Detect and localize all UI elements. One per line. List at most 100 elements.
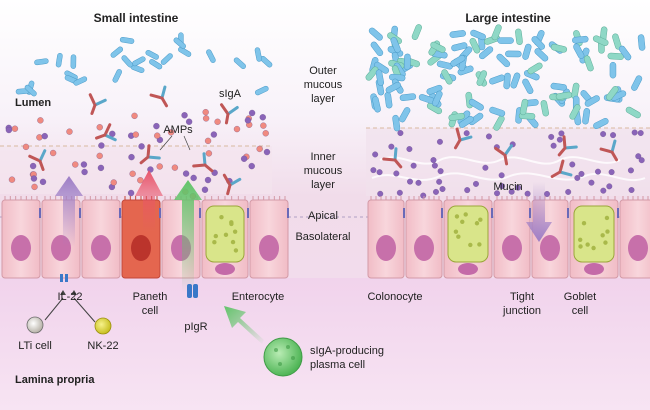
nucleus — [540, 235, 560, 261]
mucus-granule — [468, 242, 473, 248]
mucin-molecule — [628, 187, 635, 193]
goblet-mucus — [447, 205, 489, 263]
mucin-molecule — [420, 192, 427, 199]
antibody-arm — [146, 155, 161, 160]
bacterium — [569, 104, 581, 120]
amp-molecule — [36, 134, 43, 141]
antibody-stem — [557, 146, 567, 157]
antibody-arm — [28, 154, 42, 163]
bacterium — [178, 46, 192, 57]
bacterium — [607, 52, 625, 60]
bacterium — [233, 57, 246, 69]
amp-molecule — [96, 152, 103, 160]
bacterium — [399, 93, 417, 102]
mucin-molecule — [558, 130, 565, 137]
mucus-granule — [591, 245, 596, 251]
mucus-granule — [577, 237, 583, 242]
antibody-stem — [224, 112, 230, 125]
amp-molecule — [233, 125, 241, 133]
pigr-label: pIgR — [184, 321, 207, 333]
bacterium — [540, 100, 549, 117]
bacterium — [458, 115, 474, 128]
bacterium — [470, 29, 486, 41]
nucleus — [376, 235, 396, 261]
antibody-arm — [382, 157, 397, 162]
bacterium — [618, 45, 632, 61]
amp-molecule — [190, 174, 197, 182]
mucin-molecule — [637, 130, 644, 136]
nucleus — [215, 263, 235, 275]
antibody-arm — [393, 147, 398, 162]
paneth-label-line1: Paneth — [133, 291, 168, 303]
bacterium — [550, 43, 568, 53]
siga-antibody — [28, 149, 47, 171]
il22-arrowhead — [71, 290, 77, 295]
mucin-label: Mucin — [493, 181, 522, 193]
amp-molecule — [259, 114, 266, 121]
mucin-molecule — [524, 190, 531, 197]
antibody-arm — [160, 85, 167, 100]
pigr-receptor — [187, 284, 192, 298]
mucus-granule — [212, 240, 217, 245]
antibody-stem — [503, 153, 509, 166]
amp-molecule — [204, 137, 212, 145]
bacterium — [119, 36, 135, 44]
mucin-molecule — [397, 130, 404, 136]
amp-molecule — [49, 149, 57, 157]
bacterium — [503, 72, 511, 90]
bacterium — [522, 78, 534, 94]
bacterium — [515, 28, 523, 45]
bacterium — [110, 46, 124, 58]
bacterium — [573, 43, 585, 59]
mucin-molecule — [393, 170, 400, 177]
mucin-molecule — [463, 130, 470, 137]
siga-antibody — [149, 85, 168, 108]
antibody-stem — [160, 96, 168, 108]
siga-antibody — [454, 127, 473, 150]
bacterium — [496, 53, 511, 68]
amp-molecule — [5, 126, 13, 134]
mucin-molecule — [406, 146, 413, 152]
bacterium — [160, 53, 173, 65]
tight-junction-label-line2: junction — [502, 305, 541, 317]
mucin-molecule — [627, 167, 634, 174]
mucus-granule — [474, 221, 480, 226]
antibody-stem — [38, 159, 45, 171]
goblet-label-line1: Goblet — [564, 291, 596, 303]
bacterium — [637, 34, 646, 51]
bacterium — [476, 70, 488, 86]
amp-molecule — [29, 162, 37, 170]
mucin-molecule — [578, 170, 585, 177]
antibody-stem — [90, 103, 97, 115]
antibody-arm — [192, 163, 207, 168]
amp-molecule — [202, 109, 209, 116]
bacterium — [451, 42, 468, 52]
amp-molecule — [153, 122, 160, 130]
mucin-molecule — [473, 180, 479, 187]
goblet-label-line2: cell — [572, 305, 589, 317]
mucus-granule — [230, 239, 236, 245]
amp-molecule — [171, 164, 179, 171]
inner-mucous-layer-small — [0, 146, 272, 194]
amp-molecule — [41, 132, 48, 140]
mucin-molecule — [556, 136, 563, 143]
mucus-granule — [233, 248, 239, 253]
bacterium — [527, 62, 543, 75]
lamina-propria-region — [0, 278, 650, 410]
amp-molecule — [263, 148, 271, 156]
mucin-molecule — [606, 183, 613, 190]
amp-molecule — [128, 153, 135, 161]
bacterium — [370, 41, 384, 57]
colonocyte-label: Colonocyte — [367, 291, 422, 303]
siga-label: sIgA — [219, 88, 242, 100]
antibody-arm — [38, 149, 47, 163]
nucleus — [458, 263, 478, 275]
amp-molecule — [8, 176, 16, 183]
amp-molecule — [66, 128, 73, 135]
mucus-granule — [600, 233, 605, 238]
mucin-molecule — [482, 164, 489, 171]
bacterium — [448, 112, 465, 121]
amp-molecule — [138, 143, 145, 150]
bacterium — [522, 43, 532, 60]
